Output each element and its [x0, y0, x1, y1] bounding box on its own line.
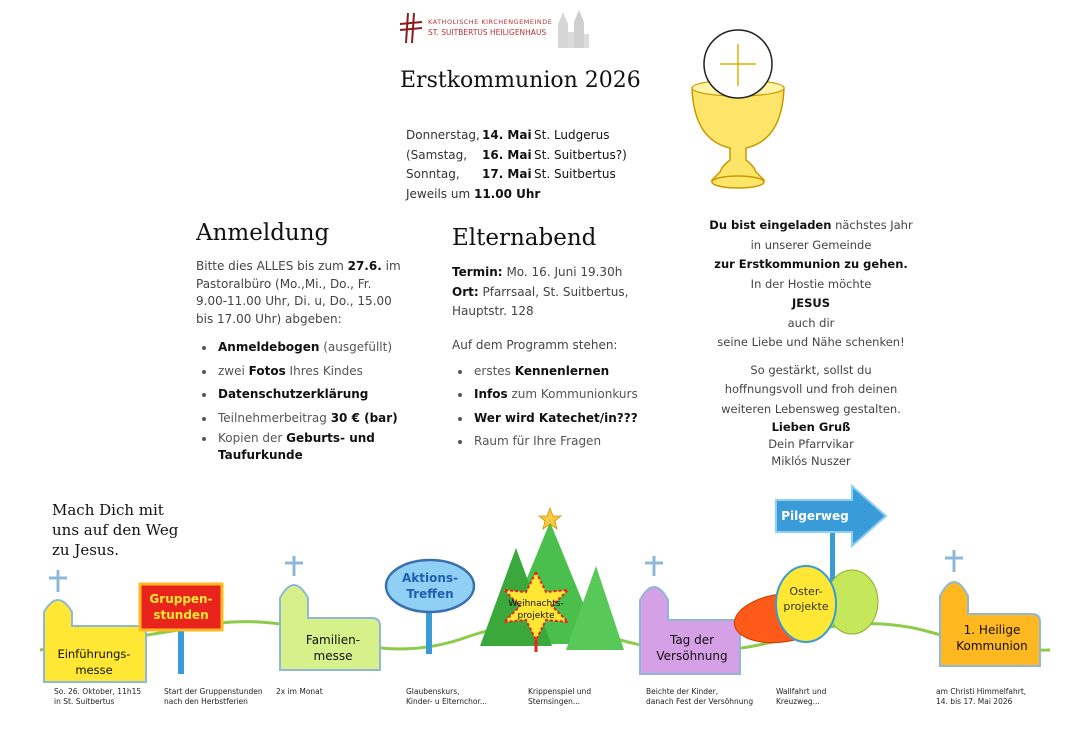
slogan: Mach Dich mit uns auf den Weg zu Jesus.	[52, 501, 179, 559]
list-item: Teilnehmerbeitrag 30 € (bar)	[216, 407, 402, 431]
list-item: Wer wird Katechet/in???	[472, 407, 662, 431]
sign-gruppen-icon	[138, 582, 224, 674]
logo-line-2: ST. SUITBERTUS HEILIGENHAUS	[428, 28, 547, 37]
chalice-icon	[691, 29, 785, 189]
logo-cross-icon	[399, 12, 423, 44]
caption-familien: 2x im Monat	[276, 687, 323, 696]
elternabend-section: Elternabend Termin: Mo. 16. Juni 19.30h …	[452, 225, 662, 454]
list-item: Anmeldebogen (ausgefüllt)	[216, 336, 402, 360]
list-item: Infos zum Kommunionkurs	[472, 383, 662, 407]
station-oster-label: Oster-projekte	[783, 585, 829, 613]
programm-list: erstes Kennenlernen Infos zum Kommunionk…	[452, 360, 662, 454]
list-item: zwei Fotos Ihres Kindes	[216, 360, 402, 384]
dates-footer: Jeweils um 11.00 Uhr	[406, 186, 541, 201]
station-gruppen-label: Gruppen-stunden	[149, 592, 213, 622]
caption-kommunion: am Christi Himmelfahrt,14. bis 17. Mai 2…	[936, 687, 1027, 706]
parish-logo: KATHOLISCHE KIRCHENGEMEINDE ST. SUITBERT…	[398, 10, 598, 50]
einladung-section: Du bist eingeladen nächstes Jahr in unse…	[709, 218, 913, 468]
christmas-trees-icon	[480, 506, 624, 652]
programm-label: Auf dem Programm stehen:	[452, 337, 618, 352]
elternabend-details: Termin: Mo. 16. Juni 19.30h Ort: Pfarrsa…	[452, 265, 629, 318]
church-familien-icon	[279, 556, 381, 671]
list-item: erstes Kennenlernen	[472, 360, 662, 384]
station-familien-label: Familien-messe	[305, 633, 361, 663]
anmeldung-section: Anmeldung Bitte dies ALLES bis zum 27.6.…	[196, 220, 402, 488]
pilgerweg-arrow-icon	[775, 483, 888, 586]
page-title: Erstkommunion 2026	[400, 68, 641, 93]
church-kommunion-icon	[939, 550, 1041, 667]
sign-aktions-icon	[384, 558, 476, 654]
caption-versoehnung: Beichte der Kinder,danach Fest der Versö…	[646, 687, 754, 706]
station-aktions-label: Aktions-Treffen	[401, 571, 459, 601]
church-einfuehrung-icon	[43, 570, 147, 683]
logo-line-1: KATHOLISCHE KIRCHENGEMEINDE	[428, 18, 553, 26]
list-item: Datenschutzerklärung	[216, 383, 402, 407]
church-skyline-icon	[558, 10, 589, 48]
station-weihnacht-label: Weihnachts-projekte	[508, 599, 564, 621]
elternabend-heading: Elternabend	[452, 225, 597, 251]
list-item: Raum für Ihre Fragen	[472, 430, 662, 454]
list-item: Kopien der Geburts- und Taufurkunde	[216, 430, 402, 464]
anmeldung-list: Anmeldebogen (ausgefüllt) zwei Fotos Ihr…	[196, 336, 402, 464]
anmeldung-heading: Anmeldung	[196, 220, 330, 246]
station-einfuehrung-label: Einführungs-messe	[57, 647, 131, 677]
easter-eggs-icon	[733, 565, 879, 644]
anmeldung-intro: Bitte dies ALLES bis zum 27.6. im Pastor…	[196, 259, 401, 326]
caption-aktions: Glaubenskurs,Kinder- u Elternchor...	[406, 687, 488, 706]
station-pilgerweg-label: Pilgerweg	[781, 509, 849, 523]
